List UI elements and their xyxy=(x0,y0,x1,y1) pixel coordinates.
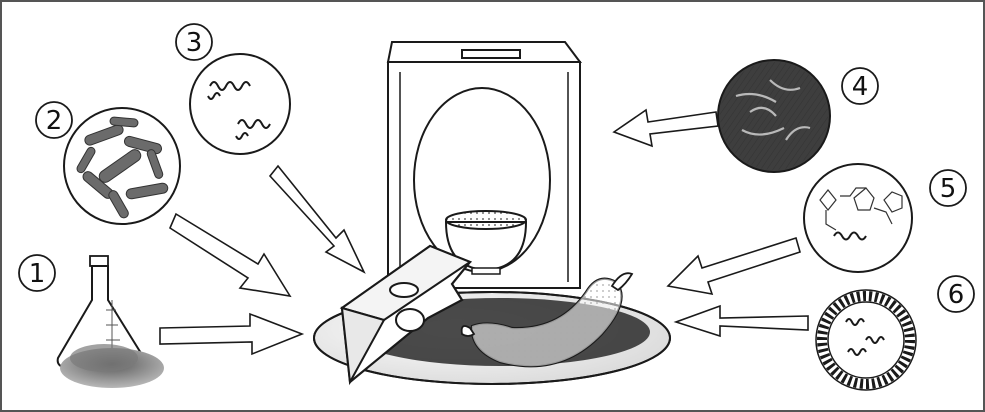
liposome-circle xyxy=(816,290,916,390)
marker-2: 2 xyxy=(36,102,72,138)
arrow-from-liposome xyxy=(676,306,808,336)
dna-strands-circle xyxy=(190,54,290,154)
arrow-from-flask xyxy=(160,314,302,354)
marker-5: 5 xyxy=(930,170,966,206)
bacteria-rods-circle xyxy=(64,108,180,224)
marker-4-label: 4 xyxy=(852,72,869,102)
chemical-structure-circle xyxy=(804,164,912,272)
micrograph-circle xyxy=(718,60,830,172)
flask-with-powder xyxy=(58,256,164,388)
arrow-from-micrograph xyxy=(614,110,718,146)
arrow-from-chemical xyxy=(668,238,800,294)
arrow-from-dna xyxy=(270,166,364,272)
marker-6: 6 xyxy=(938,276,974,312)
marker-3-label: 3 xyxy=(186,28,203,58)
marker-4: 4 xyxy=(842,68,878,104)
arrow-from-bacteria xyxy=(170,214,290,296)
marker-1-label: 1 xyxy=(29,259,46,289)
marker-3: 3 xyxy=(176,24,212,60)
marker-5-label: 5 xyxy=(940,174,957,204)
marker-2-label: 2 xyxy=(46,106,63,136)
marker-1: 1 xyxy=(19,255,55,291)
marker-6-label: 6 xyxy=(948,280,965,310)
